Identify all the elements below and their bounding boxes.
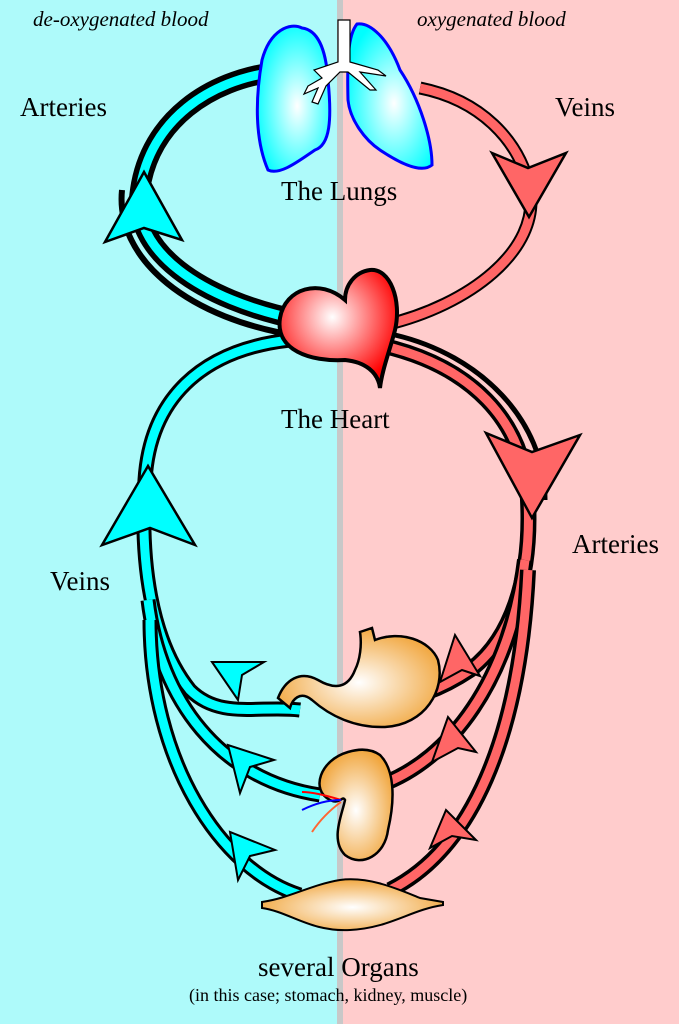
systemic-veins [136,332,322,903]
oxygenated-title: oxygenated blood [417,7,566,31]
pulmonary-arteries-label: Arteries [20,92,107,122]
muscle-artery-arrow-icon [427,808,479,851]
deoxygenated-title: de-oxygenated blood [33,7,209,31]
kidney-vein-arrow-icon [226,743,278,797]
systemic-artery-arrow-icon [483,430,583,521]
pulmonary-artery-arrow-icon [102,169,185,245]
lungs-icon [255,19,434,173]
systemic-veins-label: Veins [50,566,110,596]
center-divider [337,0,343,1024]
kidney-artery-arrow-icon [430,714,479,765]
systemic-arteries [377,332,548,898]
heart-label: The Heart [281,404,390,434]
organs-title: several Organs [258,952,419,982]
systemic-vein-arrow-icon [99,463,198,548]
muscle-vein-arrow-icon [228,830,279,884]
stomach-vein-arrow-icon [210,661,268,703]
heart-icon [277,267,400,389]
stomach-icon [276,626,441,729]
lungs-label: The Lungs [281,176,397,206]
kidney-icon [301,748,394,862]
systemic-arteries-label: Arteries [572,529,659,559]
pulmonary-vein-arrow-icon [489,150,569,220]
muscle-icon [261,878,444,932]
pulmonary-veins-label: Veins [555,92,615,122]
stomach-artery-arrow-icon [438,632,483,685]
organs-subtitle: (in this case; stomach, kidney, muscle) [189,985,467,1006]
